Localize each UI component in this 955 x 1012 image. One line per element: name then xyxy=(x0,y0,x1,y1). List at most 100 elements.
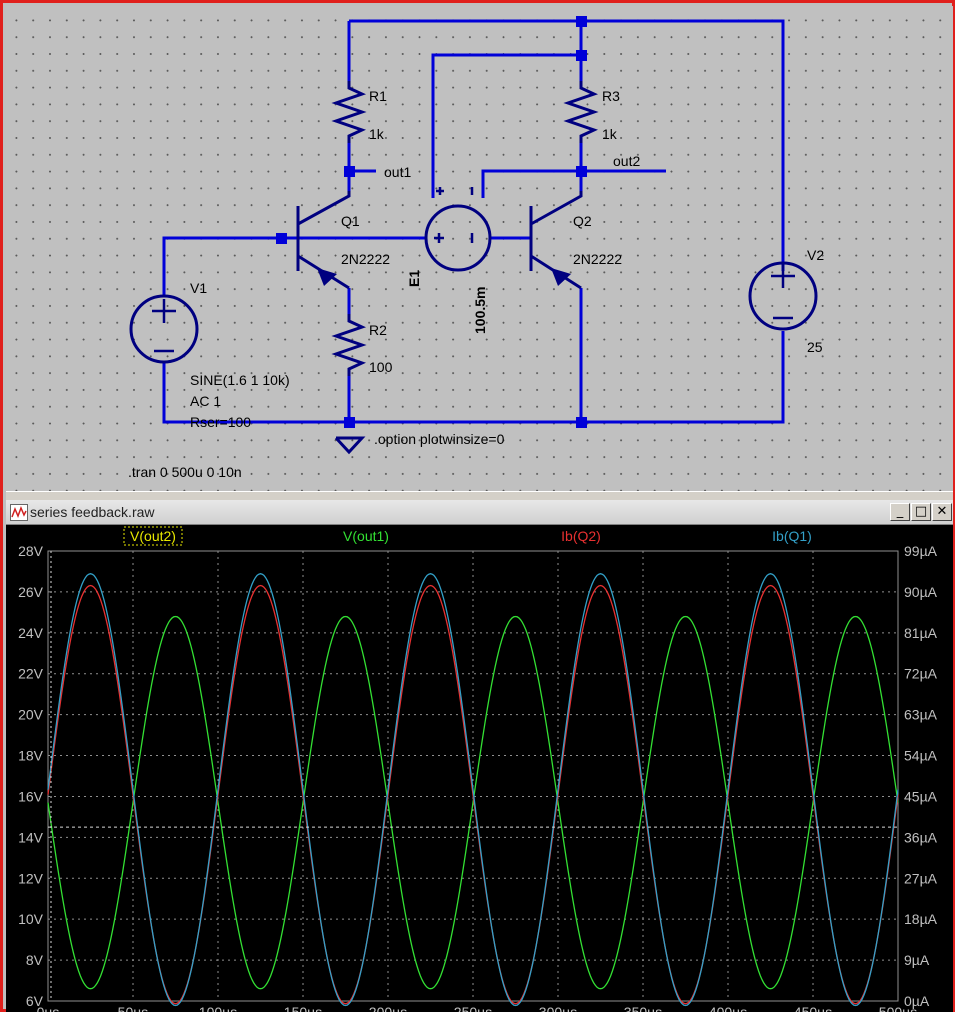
v2-value[interactable]: 25 xyxy=(807,339,823,355)
y-left-tick-label: 28V xyxy=(18,543,44,559)
r2-symbol xyxy=(331,314,367,376)
tran-directive[interactable]: .tran 0 500u 0 10n xyxy=(128,464,242,480)
y-right-tick-label: 81µA xyxy=(904,625,938,641)
x-tick-label: 0µs xyxy=(37,1004,60,1012)
q1-arrow xyxy=(317,268,337,286)
wire-out2 xyxy=(481,169,666,198)
r2-name[interactable]: R2 xyxy=(369,322,387,338)
y-right-tick-label: 27µA xyxy=(904,870,938,886)
q1-name[interactable]: Q1 xyxy=(341,213,360,229)
legend-selection-box xyxy=(123,526,183,546)
legend-ib-q1[interactable]: Ib(Q1) xyxy=(772,528,812,544)
schematic-editor[interactable]: R1 1k R3 1k R2 100 out1 out2 Q1 2N2222 Q… xyxy=(6,6,953,491)
v2-name[interactable]: V2 xyxy=(807,247,824,263)
x-tick-label: 150µs xyxy=(284,1004,322,1012)
q2-collector xyxy=(530,191,583,226)
r3-name[interactable]: R3 xyxy=(602,88,620,104)
legend-v-out1[interactable]: V(out1) xyxy=(343,528,389,544)
r1-value[interactable]: 1k xyxy=(369,126,385,142)
waveform-titlebar[interactable]: series feedback.raw _ □ ✕ xyxy=(6,500,953,525)
x-tick-label: 250µs xyxy=(454,1004,492,1012)
legend-ib-q2[interactable]: Ib(Q2) xyxy=(561,528,601,544)
minimize-button[interactable]: _ xyxy=(890,503,910,521)
y-left-tick-label: 18V xyxy=(18,748,44,764)
x-tick-label: 450µs xyxy=(794,1004,832,1012)
polarity-marks xyxy=(152,187,795,353)
out2-label[interactable]: out2 xyxy=(613,153,640,169)
y-left-tick-label: 14V xyxy=(18,829,44,845)
wire-e1-plus xyxy=(431,53,581,198)
v1-symbol xyxy=(129,294,199,364)
option-directive[interactable]: .option plotwinsize=0 xyxy=(374,431,505,447)
y-left-tick-label: 24V xyxy=(18,625,44,641)
legend-v-out2[interactable]: V(out2) xyxy=(130,528,176,544)
out1-label[interactable]: out1 xyxy=(384,164,411,180)
plot-grid xyxy=(47,550,899,1002)
y-right-tick-label: 72µA xyxy=(904,666,938,682)
x-tick-label: 100µs xyxy=(199,1004,237,1012)
y-right-tick-label: 45µA xyxy=(904,788,938,804)
x-tick-label: 50µs xyxy=(118,1004,149,1012)
v1-line3[interactable]: Rser=100 xyxy=(190,414,251,430)
trace-v-out1 xyxy=(47,615,899,990)
q2-model[interactable]: 2N2222 xyxy=(573,251,622,267)
y-right-ticks: 0µA 9µA 18µA 27µA 36µA 45µA 54µA 63µA 72µA 81µA 90… xyxy=(904,543,938,1009)
labels: R1 1k R3 1k R2 100 out1 out2 Q1 2N2222 Q… xyxy=(128,88,824,480)
r1-name[interactable]: R1 xyxy=(369,88,387,104)
waveform-app-icon xyxy=(10,504,28,521)
traces xyxy=(47,551,899,1007)
v1-line1[interactable]: SINE(1.6 1 10k) xyxy=(190,372,290,388)
x-tick-label: 200µs xyxy=(369,1004,407,1012)
x-tick-label: 350µs xyxy=(624,1004,662,1012)
r3-symbol xyxy=(563,81,599,143)
y-left-tick-label: 10V xyxy=(18,911,44,927)
x-tick-label: 400µs xyxy=(709,1004,747,1012)
wires xyxy=(162,19,785,426)
q2-arrow xyxy=(551,268,571,286)
y-right-tick-label: 18µA xyxy=(904,911,938,927)
y-left-tick-label: 6V xyxy=(26,993,44,1009)
r3-value[interactable]: 1k xyxy=(602,126,618,142)
y-right-tick-label: 0µA xyxy=(904,993,930,1009)
y-right-tick-label: 54µA xyxy=(904,748,938,764)
e1-name[interactable]: E1 xyxy=(406,270,422,287)
y-right-tick-label: 36µA xyxy=(904,829,938,845)
y-right-tick-label: 9µA xyxy=(904,952,930,968)
r1-symbol xyxy=(331,81,367,143)
wire-ground-rail xyxy=(162,331,785,424)
y-right-tick-label: 99µA xyxy=(904,543,938,559)
q1-model[interactable]: 2N2222 xyxy=(341,251,390,267)
v1-name[interactable]: V1 xyxy=(190,280,207,296)
y-left-tick-label: 22V xyxy=(18,666,44,682)
y-right-tick-label: 63µA xyxy=(904,707,938,723)
x-tick-label: 300µs xyxy=(539,1004,577,1012)
q2-name[interactable]: Q2 xyxy=(573,213,592,229)
y-left-tick-label: 26V xyxy=(18,584,44,600)
schematic-canvas[interactable]: R1 1k R3 1k R2 100 out1 out2 Q1 2N2222 Q… xyxy=(6,6,953,491)
component-marks xyxy=(317,268,571,286)
x-tick-label: 500µs xyxy=(879,1004,917,1012)
x-ticks: 0µs 50µs 100µs 150µs 200µs 250µs 300µs 350µs 400… xyxy=(37,1004,918,1012)
close-button[interactable]: ✕ xyxy=(932,503,952,521)
waveform-window[interactable]: series feedback.raw _ □ ✕ 6V 8V 10V 12V 14V 1… xyxy=(6,500,953,1012)
maximize-button[interactable]: □ xyxy=(911,503,931,521)
y-left-tick-label: 8V xyxy=(26,952,44,968)
v2-symbol xyxy=(748,261,818,331)
wire-top-rail xyxy=(349,19,785,271)
e1-value[interactable]: 100.5m xyxy=(472,287,488,334)
v1-line2[interactable]: AC 1 xyxy=(190,393,221,409)
trace-legend[interactable]: V(out2) V(out1) Ib(Q2) Ib(Q1) xyxy=(123,526,812,546)
r2-value[interactable]: 100 xyxy=(369,359,393,375)
y-left-tick-label: 20V xyxy=(18,707,44,723)
junctions xyxy=(276,16,587,428)
ground-symbol xyxy=(334,436,366,455)
y-left-tick-label: 12V xyxy=(18,870,44,886)
waveform-window-title: series feedback.raw xyxy=(30,504,155,520)
components xyxy=(129,81,818,455)
y-right-tick-label: 90µA xyxy=(904,584,938,600)
e1-symbol xyxy=(424,204,492,272)
wire-v1-plus xyxy=(162,236,296,296)
